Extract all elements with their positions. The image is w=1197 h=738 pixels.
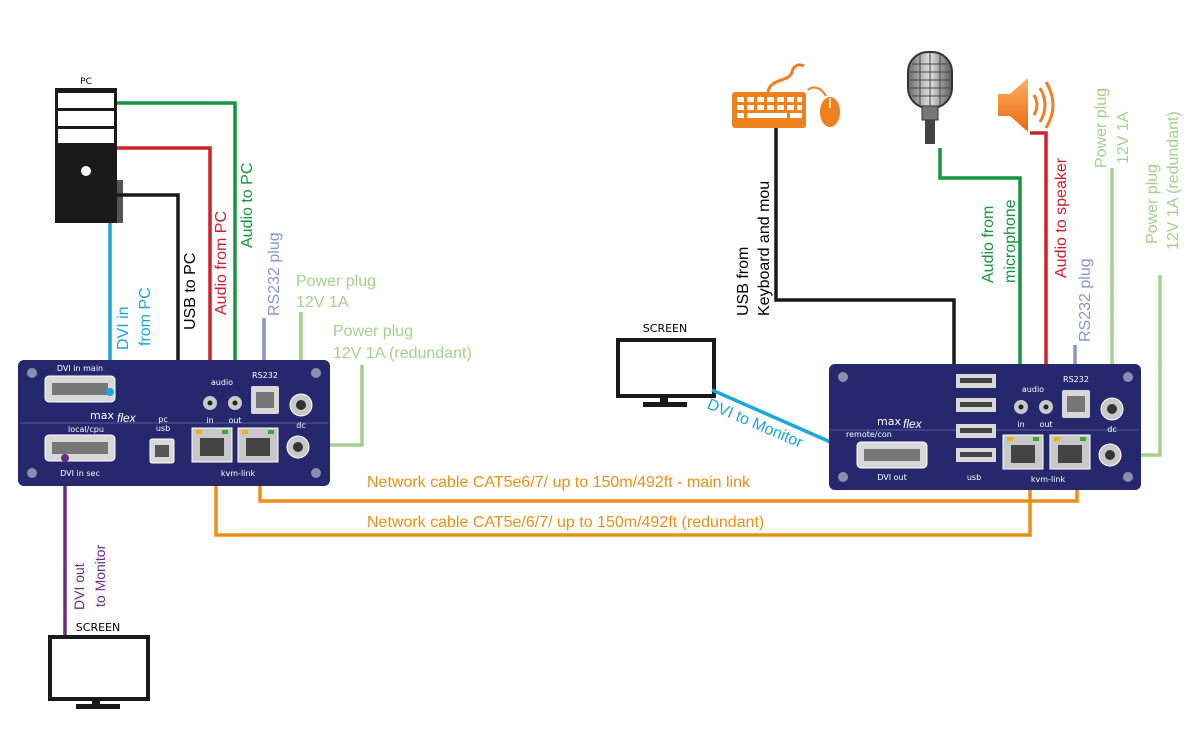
power-plug-right-label-1: Power plug <box>1093 88 1110 168</box>
dvi-out-label: DVI out <box>877 473 907 482</box>
remote-usb-label: usb <box>967 473 981 482</box>
remote-audio-in-label: in <box>1017 420 1024 429</box>
usb-keyboard-cable <box>774 128 956 390</box>
remote-model-label: remote/con <box>846 430 892 439</box>
audio-speaker-cable <box>1030 131 1048 398</box>
dvi-in-sec-label: DVI in sec <box>60 469 100 478</box>
unit-model-label: local/cpu <box>68 425 104 434</box>
screen-top-label: SCREEN <box>643 322 687 335</box>
microphone-icon <box>907 51 953 144</box>
audio-mic-label-2: microphone <box>1002 199 1019 283</box>
remote-rs232-label: RS232 <box>1063 375 1089 384</box>
power-12v-redundant-left-label: 12V 1A (redundant) <box>333 345 472 362</box>
usb-a-ports <box>956 398 996 462</box>
audio-label: audio <box>211 378 233 387</box>
remote-dc-label: dc <box>1107 425 1116 434</box>
remote-brand-flex-label: flex <box>903 417 923 431</box>
rs232-label: RS232 <box>252 371 278 380</box>
network-redundant-label: Network cable CAT5e/6/7/ up to 150m/492f… <box>367 514 764 531</box>
keyboard-icon <box>732 63 806 128</box>
brand-max-label: max <box>90 409 114 422</box>
remote-audio-out-label: out <box>1039 420 1052 429</box>
audio-to-pc-cable <box>117 101 237 398</box>
dvi-in-label-1: DVI in <box>115 306 132 350</box>
audio-in-label: in <box>206 416 213 425</box>
dc-label: dc <box>296 421 305 430</box>
rs232-plug-right-label: RS232 plug <box>1077 258 1094 342</box>
power-plug-redundant-right-label-2: 12V 1A (redundant) <box>1165 111 1182 250</box>
power-plug-right-label-2: 12V 1A <box>1115 111 1132 164</box>
monitor-icon <box>616 338 716 407</box>
rs232-plug-left-label: RS232 plug <box>266 232 283 316</box>
pc-icon <box>55 88 123 223</box>
usb-keyboard-label-1: USB from <box>735 247 752 316</box>
network-redundant-cable <box>214 460 1032 537</box>
usb-a-ports <box>956 374 996 388</box>
network-main-label: Network cable CAT5e6/7/ up to 150m/492ft… <box>367 474 751 491</box>
audio-to-pc-label: Audio to PC <box>239 163 256 248</box>
mouse-icon <box>807 86 840 127</box>
audio-from-pc-label: Audio from PC <box>213 211 230 315</box>
monitor-icon <box>48 635 150 709</box>
kvm-link-label: kvm-link <box>221 469 256 478</box>
audio-speaker-label: Audio to speaker <box>1053 157 1070 278</box>
usb-keyboard-label-2: Keyboard and mou <box>756 181 773 316</box>
dvi-in-main-label: DVI in main <box>57 364 103 373</box>
dvi-out-label-2: to Monitor <box>92 544 108 607</box>
usb-to-pc-label: USB to PC <box>182 253 199 330</box>
audio-out-label: out <box>228 416 241 425</box>
power-12v-left-label: 12V 1A <box>296 294 349 311</box>
pc-usb-label-2: usb <box>156 424 170 433</box>
remote-audio-label: audio <box>1022 385 1044 394</box>
audio-mic-label-1: Audio from <box>980 206 997 283</box>
dvi-in-label-2: from PC <box>137 287 154 346</box>
pc-usb-label-1: pc <box>158 415 167 424</box>
dvi-out-label-1: DVI out <box>71 563 87 610</box>
power-plug-redundant-right-label-1: Power plug <box>1144 164 1161 244</box>
speaker-icon <box>998 78 1055 132</box>
pc-label: PC <box>80 77 92 87</box>
audio-from-pc-cable <box>117 146 212 398</box>
power-plug-redundant-left-label: Power plug <box>333 323 413 340</box>
audio-mic-cable <box>938 148 1022 398</box>
local-kvm-unit: DVI in main max flex local/cpu DVI in se… <box>18 360 330 486</box>
power-plug-left-label: Power plug <box>296 273 376 290</box>
remote-kvm-unit: max flex remote/con DVI out usb audio in… <box>829 364 1141 490</box>
remote-brand-max-label: max <box>877 415 901 428</box>
screen-bottom-label: SCREEN <box>76 621 120 634</box>
brand-flex-label: flex <box>117 411 137 425</box>
remote-kvm-link-label: kvm-link <box>1031 475 1066 484</box>
